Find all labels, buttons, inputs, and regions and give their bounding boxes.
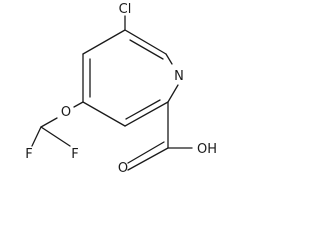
bond-c5-c6 [124, 29, 167, 55]
bond-c-o-double-a [127, 147, 169, 171]
bond-chf2-f2 [40, 126, 71, 147]
bond-o-chf2 [40, 117, 58, 128]
bond-c2-c3-inner [125, 99, 161, 120]
bond-chf2-f1 [31, 126, 42, 147]
atom-label-n: N [174, 69, 184, 84]
atom-label-o-carbonyl: O [118, 161, 128, 176]
bond-c3-c4 [82, 101, 126, 127]
molecule-diagram: Cl N O F F O OH [25, 2, 217, 176]
bond-c5-c6-ring [82, 29, 126, 55]
bond-c6-n1-inner [129, 39, 164, 60]
atom-label-oh: OH [197, 142, 217, 157]
bonds [31, 15, 193, 171]
structure-canvas: Cl N O F F O OH [25, 2, 217, 176]
atom-label-f2: F [71, 147, 78, 162]
atom-label-f1: F [25, 147, 32, 162]
bond-c6-n1 [165, 53, 173, 65]
bond-c2-c3 [124, 101, 169, 127]
atom-label-cl: Cl [119, 2, 132, 17]
atom-labels: Cl N O F F O OH [25, 2, 217, 176]
bond-n1-c2 [167, 84, 179, 103]
bond-c-o-double-b [127, 141, 165, 164]
atom-label-o-ether: O [61, 105, 71, 120]
bond-c4-o [73, 101, 84, 108]
